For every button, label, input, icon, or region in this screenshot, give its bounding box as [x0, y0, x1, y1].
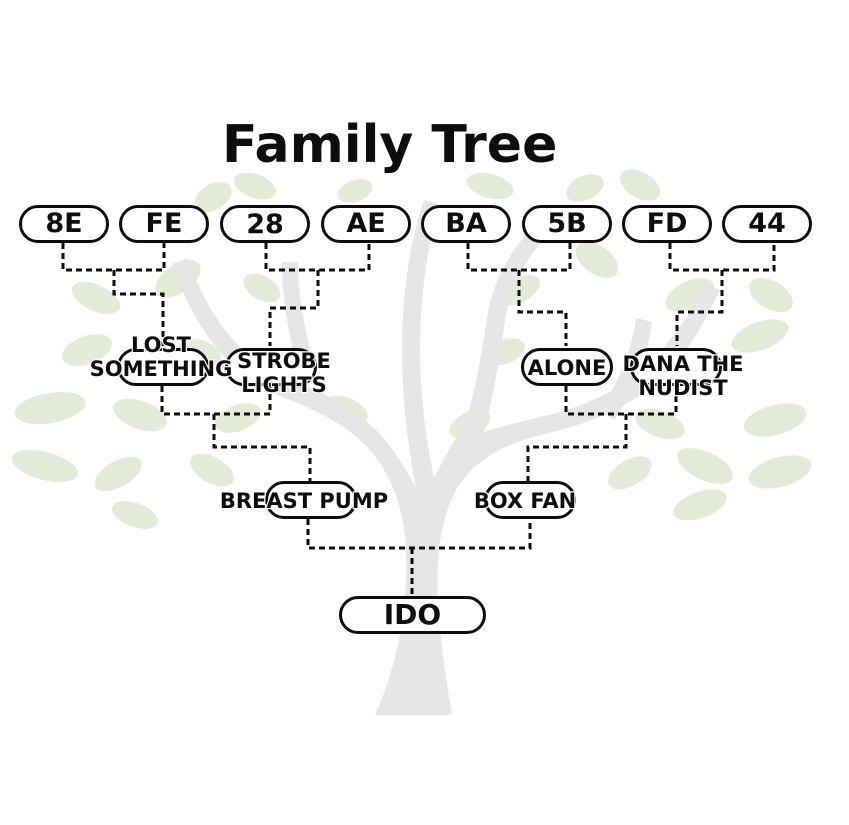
root-label: IDO	[383, 597, 443, 631]
great-grandparent-node	[421, 205, 511, 243]
connector-dana-the-nudist	[675, 270, 724, 346]
connector-fd-44	[668, 243, 776, 272]
grandparent-node	[630, 348, 722, 386]
grandparent-label: DANA THE NUDIST	[621, 351, 744, 401]
connector-strobe-lights	[268, 270, 320, 346]
grandparent-node	[225, 348, 317, 386]
great-grandparent-label: BA	[444, 207, 488, 239]
connector-lost-something	[112, 270, 165, 346]
great-grandparent-node	[522, 205, 612, 243]
great-grandparent-label: FE	[144, 207, 183, 239]
great-grandparent-label: AE	[345, 207, 387, 239]
parent-node	[484, 481, 576, 519]
connector-alone	[517, 270, 568, 346]
connector-alone-dana	[564, 386, 678, 416]
great-grandparent-node	[119, 205, 209, 243]
grandparent-label: STROBE LIGHTS	[236, 348, 332, 398]
great-grandparent-label: FD	[645, 207, 688, 239]
great-grandparent-label: 44	[747, 207, 787, 239]
page-title: Family Tree	[222, 115, 558, 175]
grandparent-node	[117, 348, 209, 386]
connector-box-fan	[526, 414, 628, 481]
connector-breast-pump	[212, 414, 312, 481]
connector-8e-fe	[61, 243, 166, 272]
great-grandparent-node	[220, 205, 310, 243]
root-node	[339, 596, 486, 634]
great-grandparent-node	[622, 205, 712, 243]
great-grandparent-label: 28	[245, 208, 285, 240]
parent-label: BOX FAN	[473, 488, 578, 514]
great-grandparent-label: 8E	[44, 207, 84, 239]
grandparent-label: ALONE	[526, 355, 607, 381]
great-grandparent-node	[722, 205, 812, 243]
connector-28-ae	[264, 243, 371, 272]
parent-label: BREAST PUMP	[219, 488, 390, 514]
grandparent-label: LOST SOMETHING	[88, 332, 233, 382]
grandparent-node	[521, 348, 613, 386]
connector-lost-strobe	[160, 386, 272, 416]
connector-parents	[306, 519, 532, 550]
parent-node	[265, 481, 357, 519]
great-grandparent-node	[19, 205, 109, 243]
great-grandparent-label: 5B	[546, 207, 588, 239]
connector-ba-5b	[466, 243, 572, 272]
great-grandparent-node	[321, 205, 411, 243]
